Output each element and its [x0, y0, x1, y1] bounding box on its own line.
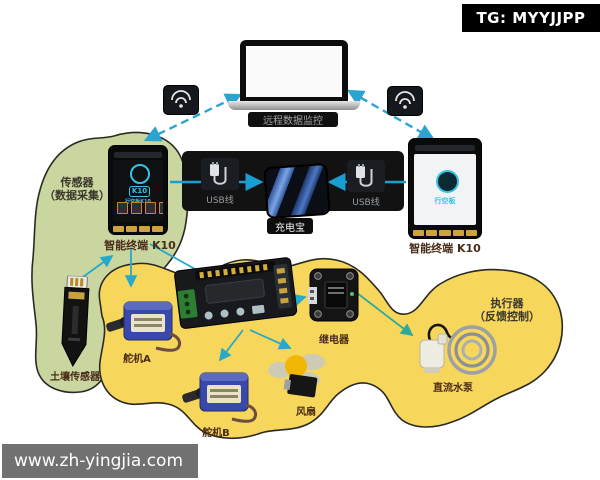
usb-label-right: USB线: [352, 198, 380, 208]
link-relay-to-pump: [356, 292, 414, 337]
usb-cable-icon: [201, 158, 239, 190]
laptop-caption: 远程数据监控: [248, 112, 338, 127]
servo-b-caption: 舵机B: [202, 428, 230, 439]
app-icon: [145, 202, 156, 214]
app-icon: [159, 202, 163, 214]
link-board-to-fan: [249, 329, 292, 350]
laptop-screen: [240, 40, 348, 102]
laptop-base: [228, 101, 360, 110]
watermark: www.zh-yingjia.com: [2, 444, 198, 478]
water-pump: [414, 318, 502, 380]
fan: [268, 346, 332, 404]
water-pump-caption: 直流水泵: [433, 383, 473, 394]
k10-right-screen: 行空板: [414, 154, 476, 225]
servo-a-caption: 舵机A: [123, 354, 151, 365]
soil-sensor-caption: 土壤传感器: [50, 372, 100, 383]
link-board-to-servo-b: [218, 329, 244, 362]
k10-terminal-right: 行空板: [408, 138, 482, 239]
k10-right-caption: 智能终端 K10: [409, 242, 481, 255]
unihiker-logo-icon: [130, 164, 150, 184]
k10-screen-badge: K10: [129, 186, 150, 197]
servo-a: [104, 290, 188, 352]
k10-terminal-left: K10 行空板K10: [108, 145, 168, 235]
k10-left-screen: K10 行空板K10: [113, 160, 163, 222]
wifi-icon: [163, 85, 199, 115]
wifi-link-laptop-k10right: [346, 89, 436, 141]
soil-sensor: [50, 275, 101, 373]
wifi-icon: [387, 86, 423, 116]
k10-left-statusbar: [113, 152, 163, 158]
usb-cable-icon: [347, 160, 385, 192]
sensor-zone-title: 传感器: [60, 176, 94, 189]
usb-label-left: USB线: [206, 196, 234, 206]
actuator-zone-title: 执行器: [490, 297, 524, 310]
unihiker-logo-icon: [436, 170, 459, 193]
fan-caption: 风扇: [296, 407, 316, 418]
powerbank: [263, 162, 331, 220]
servo-b: [180, 363, 264, 423]
k10-right-statusbar: [414, 145, 476, 151]
laptop-display: [246, 46, 342, 97]
relay-caption: 继电器: [319, 335, 349, 346]
expansion-board: [172, 249, 300, 335]
sensor-zone-label: 传感器 （数据采集）: [34, 176, 120, 202]
relay: [308, 266, 360, 324]
app-icon: [117, 202, 128, 214]
sensor-zone-subtitle: （数据采集）: [44, 189, 110, 202]
app-icon: [131, 202, 142, 214]
powerbank-caption: 充电宝: [267, 218, 313, 234]
k10-right-buttons: [413, 230, 478, 236]
actuator-zone-label: 执行器 （反馈控制）: [464, 297, 550, 323]
wifi-link-k10left-laptop: [143, 93, 243, 142]
k10-left-app-icons: [117, 202, 163, 214]
k10-right-screen-brand: 行空板: [434, 197, 456, 205]
k10-left-buttons: [113, 226, 163, 232]
k10-left-caption: 智能终端 K10: [104, 239, 176, 252]
tg-badge: TG: MYYJJPP: [462, 4, 600, 32]
actuator-zone-subtitle: （反馈控制）: [474, 310, 540, 323]
